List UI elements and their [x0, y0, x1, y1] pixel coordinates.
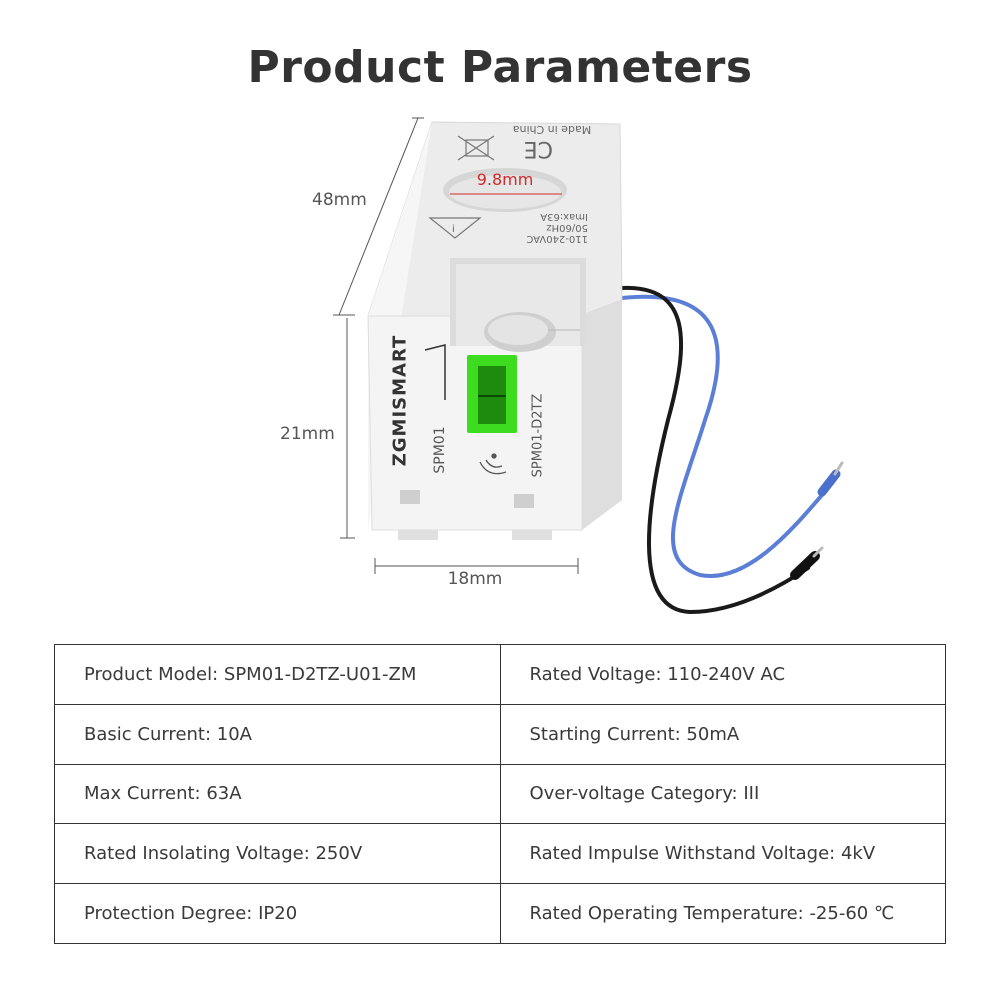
- weee-bin-icon: [457, 135, 495, 161]
- dim-width-label: 18mm: [447, 569, 503, 589]
- warning-triangle-icon: i: [428, 217, 482, 239]
- product-figure: CE i ZGMISMART SPM01 SPM01-D2TZ Made in …: [280, 117, 844, 615]
- page-title: Product Parameters: [247, 42, 753, 93]
- param-cell: Rated Voltage: 110-240V AC: [499, 644, 946, 705]
- ce-mark-icon: CE: [524, 136, 553, 161]
- wires: [620, 285, 844, 615]
- param-cell: Starting Current: 50mA: [499, 703, 946, 765]
- blue-ferrule: [817, 469, 841, 497]
- param-cell: Rated Impulse Withstand Voltage: 4kV: [499, 823, 946, 885]
- table-row: Basic Current: 10A Starting Current: 50m…: [54, 703, 946, 765]
- brand-logo: ZGMISMART: [389, 334, 411, 467]
- dim-height-front-label: 21mm: [280, 424, 335, 444]
- blue-wire: [620, 294, 830, 579]
- product-drawing: CE i: [333, 117, 844, 615]
- dimension-lines: [333, 117, 579, 574]
- param-cell: Rated Insolating Voltage: 250V: [54, 823, 501, 885]
- param-cell: Protection Degree: IP20: [54, 883, 501, 944]
- dim-hole-label: 9.8mm: [476, 170, 534, 189]
- param-cell: Basic Current: 10A: [54, 703, 501, 765]
- dim-line-48mm: [338, 117, 419, 316]
- table-row: Rated Insolating Voltage: 250V Rated Imp…: [54, 823, 946, 885]
- imax-label: Imax:63A: [540, 211, 588, 222]
- table-row: Max Current: 63A Over-voltage Category: …: [54, 763, 946, 825]
- foot-left: [400, 490, 420, 504]
- dim-height-top-label: 48mm: [312, 190, 367, 210]
- housing-right: [582, 300, 622, 530]
- table-row: Product Model: SPM01-D2TZ-U01-ZM Rated V…: [54, 644, 946, 705]
- made-in-label: Made in China: [512, 123, 592, 136]
- model-label: SPM01: [432, 426, 448, 474]
- foot-right: [514, 494, 534, 508]
- param-cell: Rated Operating Temperature: -25-60 ℃: [499, 883, 946, 944]
- table-row: Protection Degree: IP20 Rated Operating …: [54, 883, 946, 944]
- logo-mark: [424, 344, 446, 400]
- voltage-label: 110-240VAC: [526, 233, 588, 244]
- wireless-signal-icon: [479, 453, 507, 475]
- param-cell: Max Current: 63A: [54, 763, 501, 825]
- black-wire: [620, 285, 810, 615]
- svg-text:i: i: [452, 224, 455, 235]
- black-ferrule: [790, 551, 820, 580]
- freq-label: 50/60Hz: [546, 222, 588, 233]
- parameters-table: Product Model: SPM01-D2TZ-U01-ZM Rated V…: [54, 644, 946, 944]
- param-cell: Over-voltage Category: III: [499, 763, 946, 825]
- model-full-label: SPM01-D2TZ: [530, 393, 546, 478]
- param-cell: Product Model: SPM01-D2TZ-U01-ZM: [54, 644, 501, 705]
